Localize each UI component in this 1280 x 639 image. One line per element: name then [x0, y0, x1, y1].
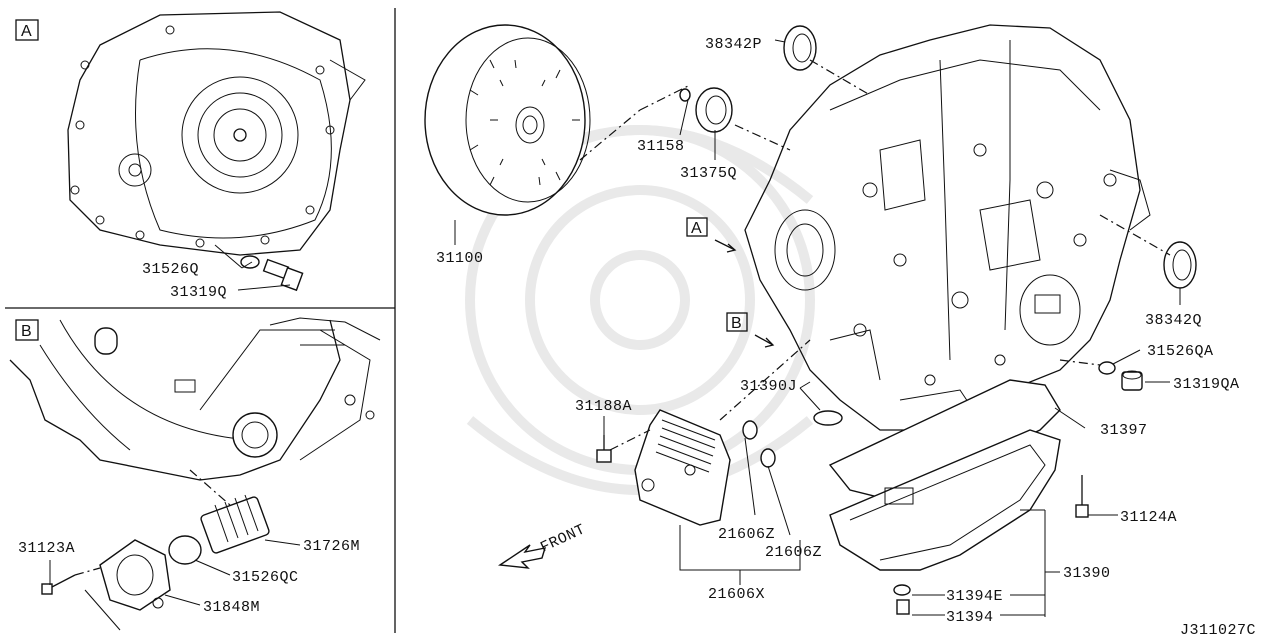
washer-31526qa: [1098, 361, 1116, 375]
label-21606X: 21606X: [708, 586, 765, 603]
label-31319Q: 31319Q: [170, 284, 227, 301]
housing-b-drawing: [9, 317, 381, 481]
transaxle-case: [744, 24, 1151, 431]
bolt-31124a: [1075, 475, 1089, 518]
label-31526QC: 31526QC: [232, 569, 299, 586]
oil-filter-31726m: [200, 494, 270, 554]
drain-plug-31394: [896, 599, 910, 615]
oil-pan-31390: [829, 429, 1061, 571]
oil-seal-38342q: [1163, 241, 1197, 289]
label-31726M: 31726M: [303, 538, 360, 555]
label-31394E: 31394E: [946, 588, 1003, 605]
label-31848M: 31848M: [203, 599, 260, 616]
plug-31319qa: [1121, 370, 1143, 391]
panel-a-tag: A: [21, 23, 32, 40]
panel-b: B: [9, 317, 381, 631]
bellhousing-drawing: [67, 11, 366, 256]
label-31188A: 31188A: [575, 398, 632, 415]
oil-cooler-21606x: [634, 409, 731, 526]
panel-a: A: [15, 11, 366, 301]
label-21606Z-upper: 21606Z: [718, 526, 775, 543]
bolt-31123a: [41, 574, 76, 595]
oil-seal-31375q: [695, 87, 733, 133]
panel-b-tag: B: [21, 323, 32, 340]
label-31375Q: 31375Q: [680, 165, 737, 182]
main-panel: A B: [424, 24, 1256, 639]
filter-cover-31848m: [99, 539, 171, 611]
label-31390: 31390: [1063, 565, 1111, 582]
label-31394: 31394: [946, 609, 994, 626]
front-arrow: [498, 544, 547, 569]
oil-seal-38342p: [783, 25, 817, 71]
label-38342Q: 38342Q: [1145, 312, 1202, 329]
front-label: FRONT: [538, 521, 588, 556]
label-31319QA: 31319QA: [1173, 376, 1240, 393]
label-31100: 31100: [436, 250, 484, 267]
plug-31319q-drawing: [240, 255, 304, 292]
washer-31394e: [893, 584, 911, 596]
callout-b-tag: B: [731, 315, 742, 332]
seal-31158: [679, 88, 691, 102]
drawing-number: J311027C: [1180, 622, 1256, 639]
label-31526QA: 31526QA: [1147, 343, 1214, 360]
label-31123A: 31123A: [18, 540, 75, 557]
torque-converter-31100: [424, 24, 591, 216]
callout-a-tag: A: [691, 220, 702, 237]
o-ring-21606z-upper: [742, 420, 758, 440]
washer-31390j: [813, 410, 843, 426]
label-31158: 31158: [637, 138, 685, 155]
oil-pan-gasket-31397: [828, 379, 1061, 501]
label-31390J: 31390J: [740, 378, 797, 395]
label-31124A: 31124A: [1120, 509, 1177, 526]
panel-dividers: [5, 8, 396, 633]
bolt-31188a: [596, 435, 612, 463]
label-31526Q: 31526Q: [142, 261, 199, 278]
label-31397: 31397: [1100, 422, 1148, 439]
o-ring-31526qc: [168, 535, 202, 565]
o-ring-21606z-lower: [760, 448, 776, 468]
label-21606Z-lower: 21606Z: [765, 544, 822, 561]
label-38342P: 38342P: [705, 36, 762, 53]
